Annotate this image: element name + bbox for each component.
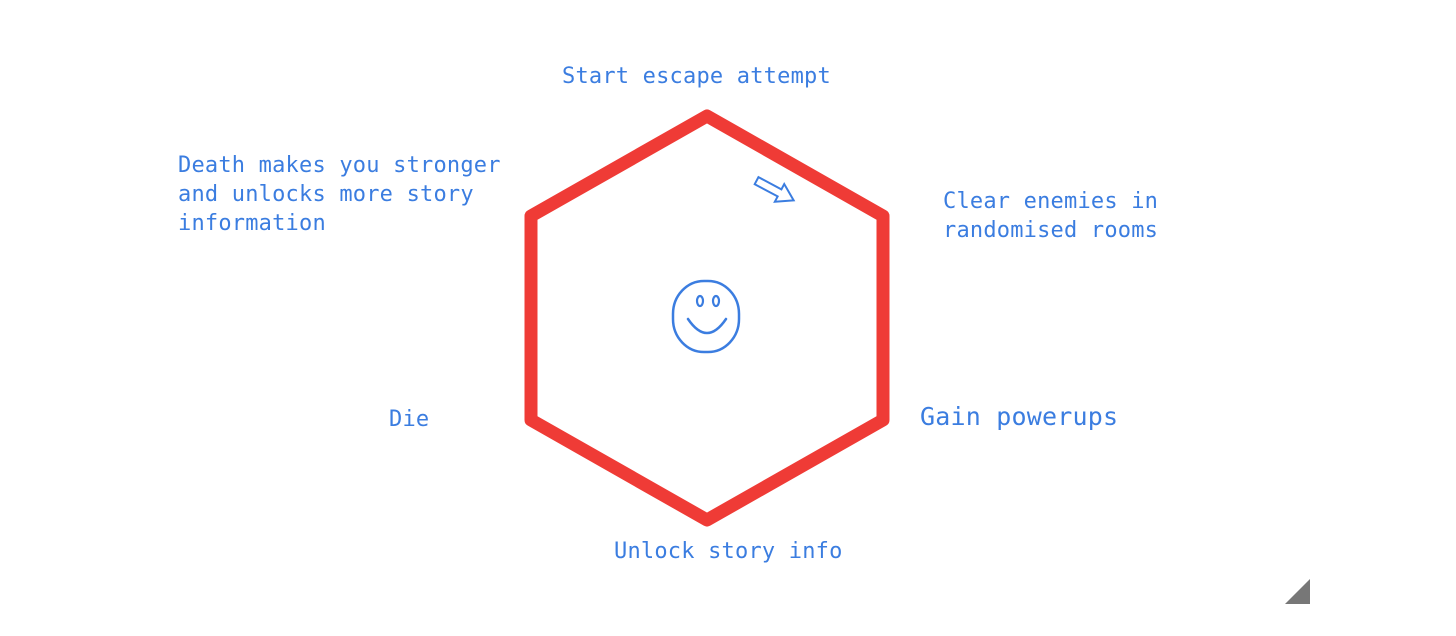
label-death-line-1: Death makes you stronger [178, 153, 501, 178]
corner-triangle-icon [1285, 579, 1310, 604]
label-die-text: Die [389, 407, 430, 432]
smiley-face-icon [671, 279, 741, 354]
label-death-stronger: Death makes you stronger and unlocks mor… [178, 151, 501, 238]
label-death-line-2: and unlocks more story [178, 182, 474, 207]
cycle-hexagon [524, 109, 890, 527]
label-unlock-story: Unlock story info [614, 537, 843, 566]
label-clear-enemies: Clear enemies in randomised rooms [943, 187, 1158, 245]
label-start-escape: Start escape attempt [562, 62, 831, 91]
label-death-line-3: information [178, 211, 326, 236]
arrow-icon [753, 175, 796, 203]
label-die: Die [389, 405, 429, 434]
label-gain-text: Gain powerups [920, 402, 1119, 431]
label-clear-line-2: randomised rooms [943, 218, 1159, 243]
label-clear-line-1: Clear enemies in [943, 189, 1159, 214]
label-start-text: Start escape attempt [562, 64, 831, 89]
label-gain-powerups: Gain powerups [920, 402, 1118, 431]
label-unlock-text: Unlock story info [614, 539, 843, 564]
